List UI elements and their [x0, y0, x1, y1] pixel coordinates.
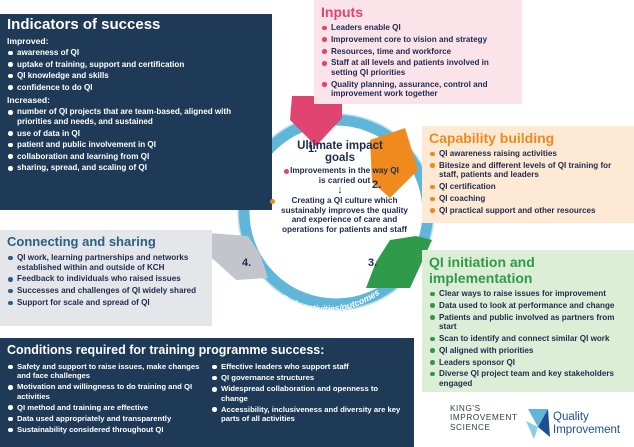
list-item: QI coaching	[429, 194, 627, 204]
list-item: QI work, learning partnerships and netwo…	[7, 253, 205, 272]
connecting-sharing-panel: Connecting and sharing QI work, learning…	[0, 230, 212, 326]
list-item: QI aligned with priorities	[429, 346, 627, 356]
step-2-arrow	[370, 128, 418, 198]
step-1-number: 1.	[308, 143, 317, 155]
list-item: Data used appropriately and transparentl…	[7, 414, 203, 423]
list-item: Quality planning, assurance, control and…	[321, 80, 515, 99]
list-item: QI practical support and other resources	[429, 206, 627, 216]
list-item: Leaders sponsor QI	[429, 358, 627, 368]
list-item: uptake of training, support and certific…	[7, 60, 265, 70]
inputs-panel: Inputs Leaders enable QI Improvement cor…	[314, 0, 522, 104]
list-item: Sustainability considered throughout QI	[7, 425, 203, 434]
qi-initiation-panel: QI initiation and implementation Clear w…	[422, 250, 634, 392]
list-item: Support for scale and spread of QI	[7, 298, 205, 308]
impact-goal-1: Improvements in the way QI is carried ou…	[280, 166, 400, 185]
step-2-number: 2.	[372, 179, 381, 191]
list-item: sharing, spread, and scaling of QI	[7, 163, 235, 173]
conditions-panel: Conditions required for training program…	[0, 338, 414, 447]
qi-logo-icon	[526, 409, 550, 439]
list-item: Bitesize and different levels of QI trai…	[429, 161, 627, 180]
list-item: QI knowledge and skills	[7, 71, 265, 81]
list-item: Patients and public involved as partners…	[429, 313, 627, 332]
list-item: Clear ways to raise issues for improveme…	[429, 289, 627, 299]
list-item: confidence to do QI	[7, 83, 265, 93]
increased-label: Increased:	[7, 95, 50, 106]
list-item: awareness of QI	[7, 48, 265, 58]
list-item: Improvement core to vision and strategy	[321, 35, 515, 45]
list-item: Motivation and willingness to do trainin…	[7, 382, 203, 401]
list-item: Feedback to individuals who raised issue…	[7, 274, 205, 284]
capability-list: QI awareness raising activities Bitesize…	[429, 149, 627, 215]
connecting-title: Connecting and sharing	[7, 234, 156, 249]
indicators-title: Indicators of success	[7, 16, 161, 33]
list-item: use of data in QI	[7, 129, 235, 139]
list-item: Accessibility, inclusiveness and diversi…	[211, 405, 407, 423]
ultimate-impact-goals: Ultimate impact goals Improvements in th…	[262, 140, 418, 290]
initiation-title: QI initiation and implementation	[429, 254, 535, 286]
quality-improvement-logo: Quality Improvement	[524, 404, 634, 444]
impact-goals-title: Ultimate impact goals	[297, 140, 383, 164]
list-item: QI method and training are effective	[7, 403, 203, 412]
capability-title: Capability building	[429, 130, 555, 146]
inputs-list: Leaders enable QI Improvement core to vi…	[321, 23, 515, 99]
list-item: Effective leaders who support staff	[211, 362, 407, 371]
list-item: Successes and challenges of QI widely sh…	[7, 286, 205, 296]
list-item: number of QI projects that are team-base…	[7, 107, 235, 126]
connecting-list: QI work, learning partnerships and netwo…	[7, 253, 205, 308]
conditions-title: Conditions required for training program…	[7, 343, 325, 357]
list-item: Resources, time and workforce	[321, 47, 515, 57]
list-item: QI governance structures	[211, 373, 407, 382]
step-3-number: 3.	[368, 257, 377, 269]
conditions-left-list: Safety and support to raise issues, make…	[7, 362, 203, 436]
list-item: patient and public involvement in QI	[7, 140, 235, 150]
down-arrow-icon: ↓	[337, 184, 343, 197]
list-item: Widespread collaboration and openness to…	[211, 384, 407, 403]
list-item: QI awareness raising activities	[429, 149, 627, 159]
list-item: collaboration and learning from QI	[7, 152, 235, 162]
step-3-arrow	[366, 236, 432, 288]
list-item: Staff at all levels and patients involve…	[321, 58, 515, 77]
improved-list: awareness of QI uptake of training, supp…	[7, 48, 265, 92]
inputs-title: Inputs	[321, 4, 363, 20]
increased-list: number of QI projects that are team-base…	[7, 107, 235, 173]
step-1-arrow	[290, 96, 342, 146]
step-4-arrow	[196, 232, 268, 280]
kings-improvement-science-logo: KING'S IMPROVEMENT SCIENCE	[450, 404, 518, 432]
list-item: Data used to look at performance and cha…	[429, 301, 627, 311]
list-item: QI certification	[429, 182, 627, 192]
initiation-list: Clear ways to raise issues for improveme…	[429, 289, 627, 388]
list-item: Scan to identify and connect similar QI …	[429, 334, 627, 344]
step-4-number: 4.	[242, 257, 251, 269]
list-item: Safety and support to raise issues, make…	[7, 362, 203, 380]
impact-goal-2: Creating a QI culture which sustainably …	[266, 196, 414, 234]
list-item: Leaders enable QI	[321, 23, 515, 33]
list-item: Diverse QI project team and key stakehol…	[429, 369, 627, 388]
capability-building-panel: Capability building QI awareness raising…	[422, 126, 634, 223]
indicators-of-success-panel: Indicators of success Improved: awarenes…	[0, 14, 272, 210]
improved-label: Improved:	[7, 36, 49, 46]
conditions-right-list: Effective leaders who support staff QI g…	[211, 362, 407, 436]
